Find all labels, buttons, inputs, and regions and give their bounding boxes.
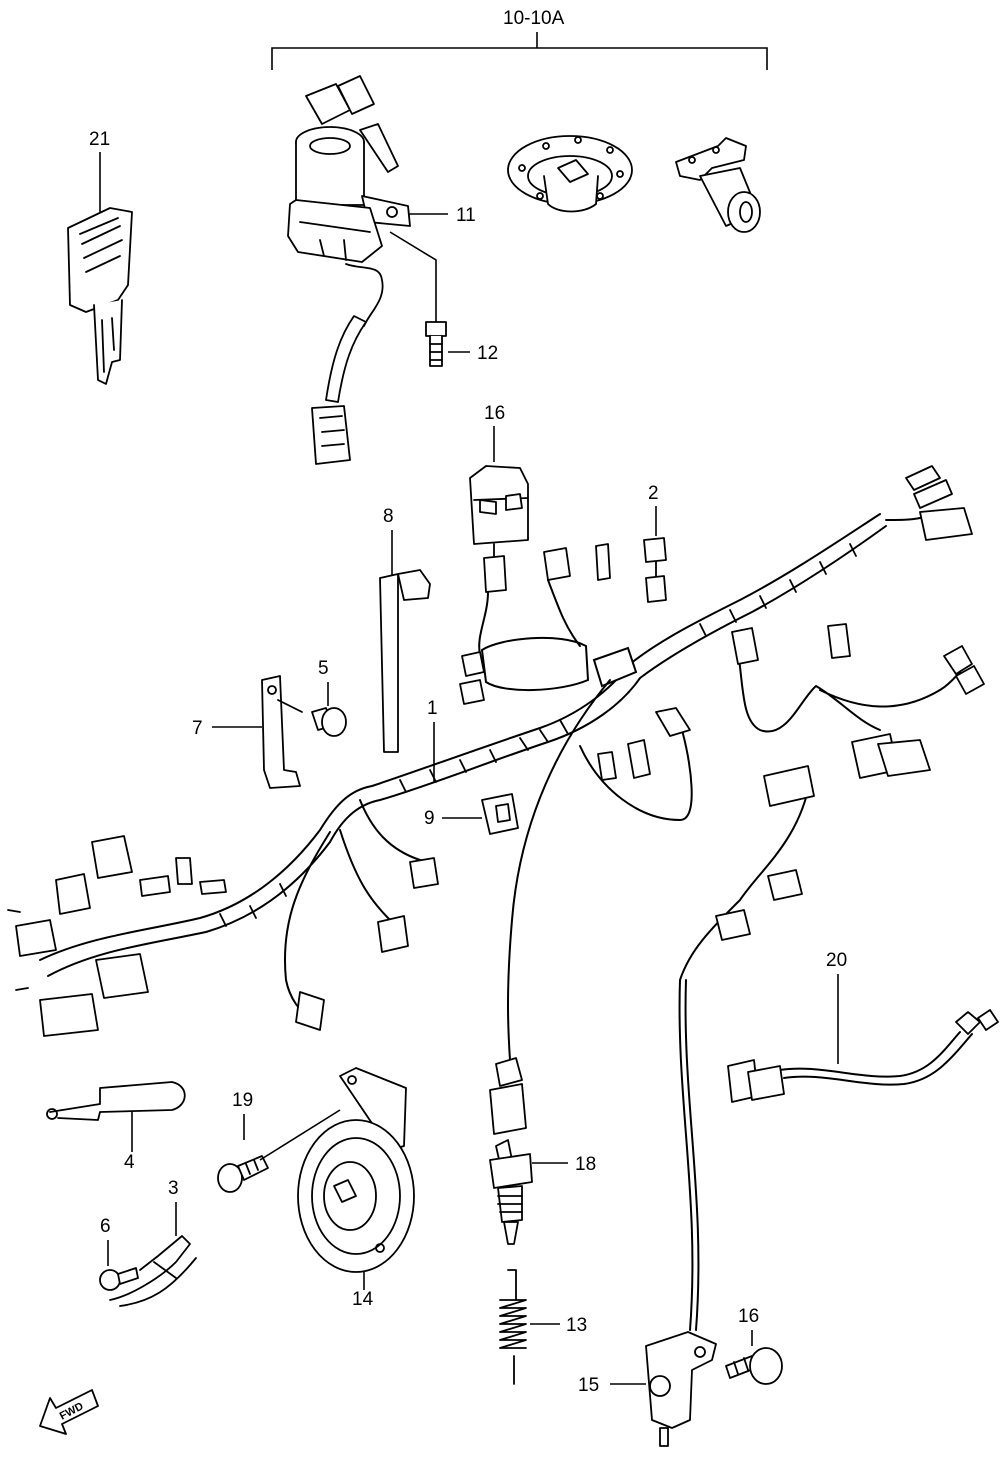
callout-16-bolt: 16 [738, 1306, 759, 1327]
callout-18: 14 [352, 1289, 374, 1310]
cable-tie-8: 8 [379, 506, 431, 753]
horn-18: 14 [297, 1067, 415, 1310]
callout-3: 3 [168, 1178, 179, 1199]
ignition-key: 21 [67, 129, 133, 385]
callout-20: 20 [826, 950, 847, 971]
spring-14: 13 [499, 1269, 587, 1385]
callout-15: 15 [578, 1375, 599, 1396]
ignition-lock-set-bracket: 10-10A [271, 8, 768, 70]
callout-4: 4 [124, 1152, 135, 1173]
sensor-15: 15 [578, 1331, 717, 1447]
main-wiring-harness: 1 [7, 465, 985, 1331]
switch-13: 18 [489, 1057, 596, 1245]
callout-8: 8 [383, 506, 394, 527]
callout-7: 7 [192, 718, 203, 739]
callout-1: 1 [427, 698, 438, 719]
bolt-16: 16 [725, 1306, 783, 1385]
group-label-10-10a: 10-10A [503, 8, 565, 29]
screw-5: 5 [311, 658, 347, 737]
callout-5: 5 [318, 658, 329, 679]
fuel-tank-cap [507, 135, 633, 213]
connector-2: 2 [643, 483, 667, 603]
screw-6: 6 [99, 1216, 139, 1291]
seat-lock [675, 137, 761, 233]
ignition-switch: 11 [287, 75, 476, 465]
clamp-3: 3 [109, 1178, 197, 1307]
callout-21: 21 [89, 129, 110, 150]
clip-4: 4 [46, 1081, 186, 1173]
clamp-9: 9 [424, 793, 519, 835]
callout-2: 2 [648, 483, 659, 504]
screw-12: 12 [389, 231, 498, 367]
bracket-7: 7 [192, 675, 303, 789]
callout-13: 18 [575, 1154, 596, 1175]
bolt-19: 19 [217, 1090, 341, 1193]
callout-14: 13 [566, 1315, 587, 1336]
relay-16: 16 [469, 403, 529, 593]
callout-6: 6 [100, 1216, 111, 1237]
callout-9: 9 [424, 808, 435, 829]
callout-11: 11 [456, 205, 476, 226]
callout-19: 19 [232, 1090, 253, 1111]
lead-wire-20: 20 [727, 950, 999, 1103]
callout-12: 12 [477, 343, 498, 364]
callout-16-relay: 16 [484, 403, 505, 424]
forward-direction-arrow: FWD [39, 1389, 99, 1435]
